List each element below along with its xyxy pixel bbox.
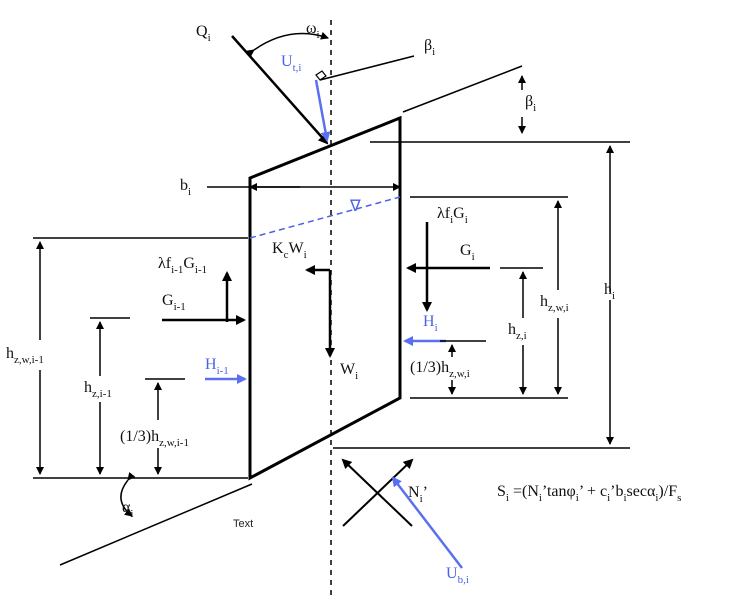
W-label: Wi <box>340 361 358 382</box>
slip-base-line <box>59 483 253 566</box>
h-label: hi <box>604 281 615 302</box>
water-table-line <box>249 196 401 239</box>
third-left-label: (1/3)hz,w,i-1 <box>120 428 189 449</box>
beta-normal-line <box>319 55 415 81</box>
shear-equation: Si =(Ni’tanφi’ + ci’bisecαi)/Fs <box>497 483 681 504</box>
slice-body <box>248 115 402 481</box>
beta-label-right: βi <box>525 93 536 114</box>
hz-left-label: hz,i-1 <box>84 379 112 400</box>
Ut-force-arrow <box>314 79 331 142</box>
right-angle-mark <box>315 70 327 81</box>
water-symbol: ∇ <box>349 198 361 215</box>
Ub-label: Ub,i <box>446 565 469 586</box>
Ub-force-arrow <box>391 476 463 569</box>
H-left-label: Hi-1 <box>205 356 229 377</box>
omega-label: ωi <box>306 20 320 41</box>
shear-force-arrow <box>342 458 414 527</box>
hz-right-label: hz,i <box>508 321 527 342</box>
KcW-label: KcWi <box>272 240 307 261</box>
ground-surface-line <box>402 65 523 113</box>
Q-force-arrow <box>231 35 329 145</box>
G-right-label: Gi <box>460 242 475 263</box>
G-left-label: Gi-1 <box>162 292 186 313</box>
hzw-right-label: hz,w,i <box>540 293 569 314</box>
N-label: Ni’ <box>408 484 428 505</box>
Ut-label: Ut,i <box>281 53 301 74</box>
third-right-label: (1/3)hz,w,i <box>410 359 470 380</box>
hzw-left-label: hz,w,i-1 <box>6 345 44 366</box>
lfG-right-label: λfiGi <box>437 205 468 226</box>
Q-label: Qi <box>196 23 211 44</box>
b-label: bi <box>180 177 191 198</box>
omega-angle-arc <box>245 31 329 58</box>
lfG-left-label: λfi-1Gi-1 <box>158 255 207 276</box>
alpha-label: αi <box>122 499 133 520</box>
H-right-label: Hi <box>423 313 438 334</box>
text-caption: Text <box>233 518 253 530</box>
alpha-angle-arc <box>120 472 136 517</box>
beta-label-top: βi <box>424 37 435 58</box>
